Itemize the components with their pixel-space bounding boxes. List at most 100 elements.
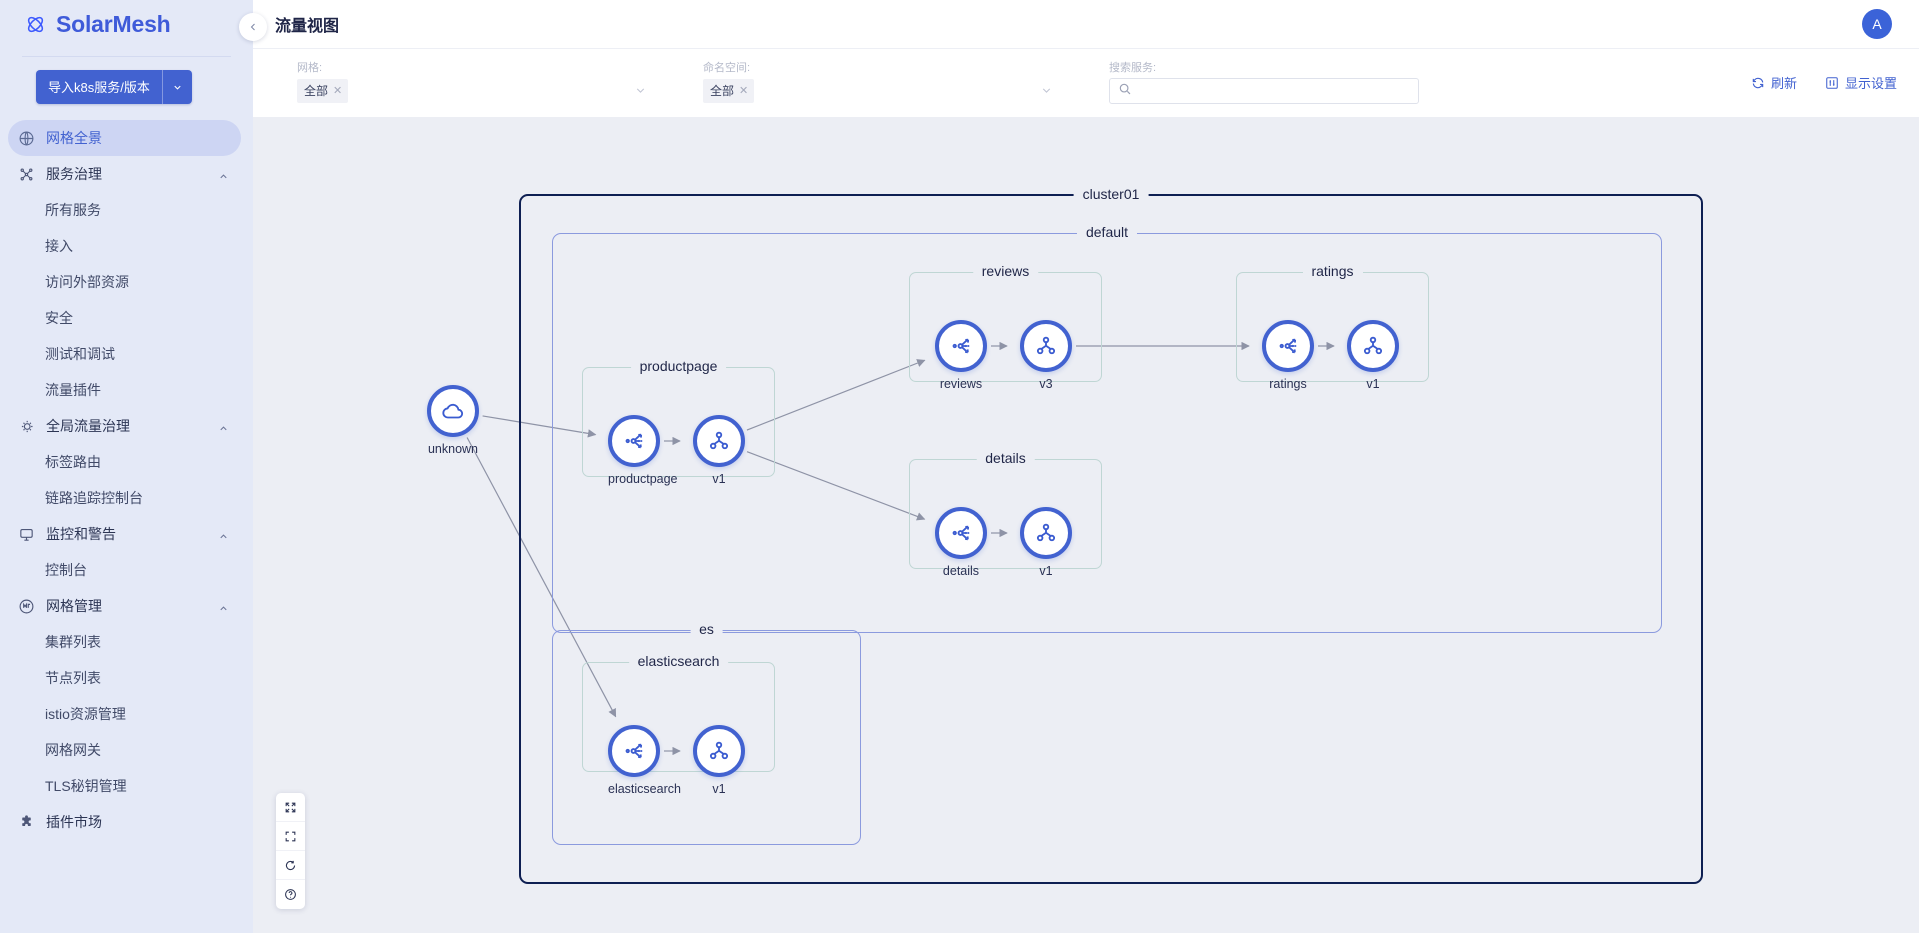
node-circle[interactable] xyxy=(693,725,745,777)
graph-group-label: elasticsearch xyxy=(628,653,729,669)
close-icon[interactable]: ✕ xyxy=(739,85,749,97)
chevron-down-icon[interactable] xyxy=(161,70,192,104)
search-box[interactable] xyxy=(1109,78,1419,104)
service-icon xyxy=(948,333,974,359)
chevron-down-icon[interactable] xyxy=(1040,84,1053,97)
graph-group-label: default xyxy=(1076,224,1138,240)
collapse-icon[interactable] xyxy=(276,793,305,822)
import-k8s-button[interactable]: 导入k8s服务/版本 xyxy=(36,70,192,104)
service-icon xyxy=(621,428,647,454)
avatar[interactable]: A xyxy=(1862,9,1892,39)
brand[interactable]: SolarMesh xyxy=(0,0,253,48)
graph-group-elasticsearch[interactable]: elasticsearch xyxy=(582,653,775,772)
node-circle[interactable] xyxy=(935,320,987,372)
sidebar-item-7[interactable]: 流量插件 xyxy=(0,372,253,408)
display-settings-button[interactable]: 显示设置 xyxy=(1825,73,1897,92)
node-circle[interactable] xyxy=(608,415,660,467)
namespace-select[interactable]: 全部 ✕ xyxy=(703,78,1053,104)
traffic-gear-icon xyxy=(18,418,35,435)
chevron-up-icon[interactable] xyxy=(218,169,229,180)
sidebar-item-label: 标签路由 xyxy=(45,454,101,470)
refresh-button[interactable]: 刷新 xyxy=(1751,73,1797,92)
sidebar-item-13[interactable]: 网格管理 xyxy=(0,588,253,624)
sidebar-item-16[interactable]: istio资源管理 xyxy=(0,696,253,732)
sidebar-item-2[interactable]: 所有服务 xyxy=(0,192,253,228)
solarmesh-atom-icon xyxy=(24,13,47,36)
close-icon[interactable]: ✕ xyxy=(333,85,343,97)
sidebar-item-9[interactable]: 标签路由 xyxy=(0,444,253,480)
graph-node-label: v1 xyxy=(1039,564,1053,578)
sidebar-item-17[interactable]: 网格网关 xyxy=(0,732,253,768)
node-circle[interactable] xyxy=(693,415,745,467)
search-input[interactable] xyxy=(1137,84,1410,98)
sidebar-item-12[interactable]: 控制台 xyxy=(0,552,253,588)
graph-node-details-v1[interactable]: v1 xyxy=(1020,507,1072,578)
chevron-up-icon[interactable] xyxy=(218,421,229,432)
sidebar-item-label: 全局流量治理 xyxy=(46,418,130,434)
graph-node-label: unknown xyxy=(427,442,479,456)
sidebar-item-8[interactable]: 全局流量治理 xyxy=(0,408,253,444)
mesh-select[interactable]: 全部 ✕ xyxy=(297,78,647,104)
graph-node-reviews-v3[interactable]: v3 xyxy=(1020,320,1072,391)
graph-group-ratings[interactable]: ratings xyxy=(1236,263,1429,382)
fit-screen-icon[interactable] xyxy=(276,822,305,851)
sidebar-item-label: 服务治理 xyxy=(46,166,102,182)
node-circle[interactable] xyxy=(1020,507,1072,559)
sidebar-item-3[interactable]: 接入 xyxy=(0,228,253,264)
graph-group-details[interactable]: details xyxy=(909,450,1102,569)
graph-node-elasticsearch-v1[interactable]: v1 xyxy=(693,725,745,796)
graph-node-productpage[interactable]: productpage xyxy=(608,415,678,486)
sidebar-item-10[interactable]: 链路追踪控制台 xyxy=(0,480,253,516)
chevron-up-icon[interactable] xyxy=(218,601,229,612)
chevron-up-icon[interactable] xyxy=(218,529,229,540)
node-circle[interactable] xyxy=(608,725,660,777)
sidebar-item-18[interactable]: TLS秘钥管理 xyxy=(0,768,253,804)
sidebar-item-label: 节点列表 xyxy=(45,670,101,686)
graph-node-reviews[interactable]: reviews xyxy=(935,320,987,391)
node-circle[interactable] xyxy=(1262,320,1314,372)
sidebar-item-label: 流量插件 xyxy=(45,382,101,398)
sidebar-item-15[interactable]: 节点列表 xyxy=(0,660,253,696)
graph-group-reviews[interactable]: reviews xyxy=(909,263,1102,382)
sidebar-item-14[interactable]: 集群列表 xyxy=(0,624,253,660)
sidebar-item-4[interactable]: 访问外部资源 xyxy=(0,264,253,300)
sidebar-item-1[interactable]: 服务治理 xyxy=(0,156,253,192)
graph-node-unknown[interactable]: unknown xyxy=(427,385,479,456)
node-circle[interactable] xyxy=(1020,320,1072,372)
graph-node-label: elasticsearch xyxy=(608,782,681,796)
graph-node-productpage-v1[interactable]: v1 xyxy=(693,415,745,486)
graph-node-ratings-v1[interactable]: v1 xyxy=(1347,320,1399,391)
graph-node-label: ratings xyxy=(1269,377,1307,391)
graph-node-elasticsearch[interactable]: elasticsearch xyxy=(608,725,681,796)
graph-node-ratings[interactable]: ratings xyxy=(1262,320,1314,391)
refresh-label: 刷新 xyxy=(1770,76,1797,91)
service-governance-icon xyxy=(18,166,35,183)
sidebar-item-0[interactable]: 网格全景 xyxy=(8,120,241,156)
help-icon[interactable] xyxy=(276,880,305,909)
sidebar-item-6[interactable]: 测试和调试 xyxy=(0,336,253,372)
service-icon xyxy=(1275,333,1301,359)
graph-group-productpage[interactable]: productpage xyxy=(582,358,775,477)
sidebar-item-5[interactable]: 安全 xyxy=(0,300,253,336)
graph-node-label: productpage xyxy=(608,472,678,486)
node-circle[interactable] xyxy=(1347,320,1399,372)
cloud-icon xyxy=(440,398,466,424)
graph-group-default[interactable]: default xyxy=(552,224,1662,633)
sidebar-collapse-handle[interactable] xyxy=(239,13,267,41)
page-title: 流量视图 xyxy=(275,18,340,35)
sidebar-item-19[interactable]: 插件市场 xyxy=(0,804,253,840)
reset-icon[interactable] xyxy=(276,851,305,880)
sidebar-item-11[interactable]: 监控和警告 xyxy=(0,516,253,552)
chevron-down-icon[interactable] xyxy=(634,84,647,97)
graph-node-details[interactable]: details xyxy=(935,507,987,578)
graph-group-cluster01[interactable]: cluster01 xyxy=(519,186,1703,884)
graph-group-es[interactable]: es xyxy=(552,621,861,845)
graph-edges xyxy=(466,341,1335,756)
version-icon xyxy=(1033,333,1059,359)
node-circle[interactable] xyxy=(427,385,479,437)
mesh-filter-label: 网格: xyxy=(297,62,323,74)
refresh-icon xyxy=(1751,76,1765,90)
node-circle[interactable] xyxy=(935,507,987,559)
